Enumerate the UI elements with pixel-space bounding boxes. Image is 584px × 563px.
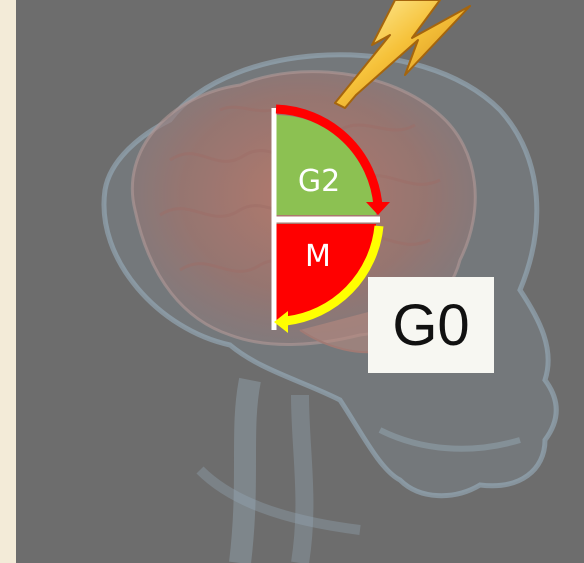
g0-label-box: G0 — [368, 277, 494, 373]
m-label: M — [305, 239, 331, 274]
g0-label: G0 — [392, 292, 469, 359]
g2-label: G2 — [298, 164, 340, 199]
